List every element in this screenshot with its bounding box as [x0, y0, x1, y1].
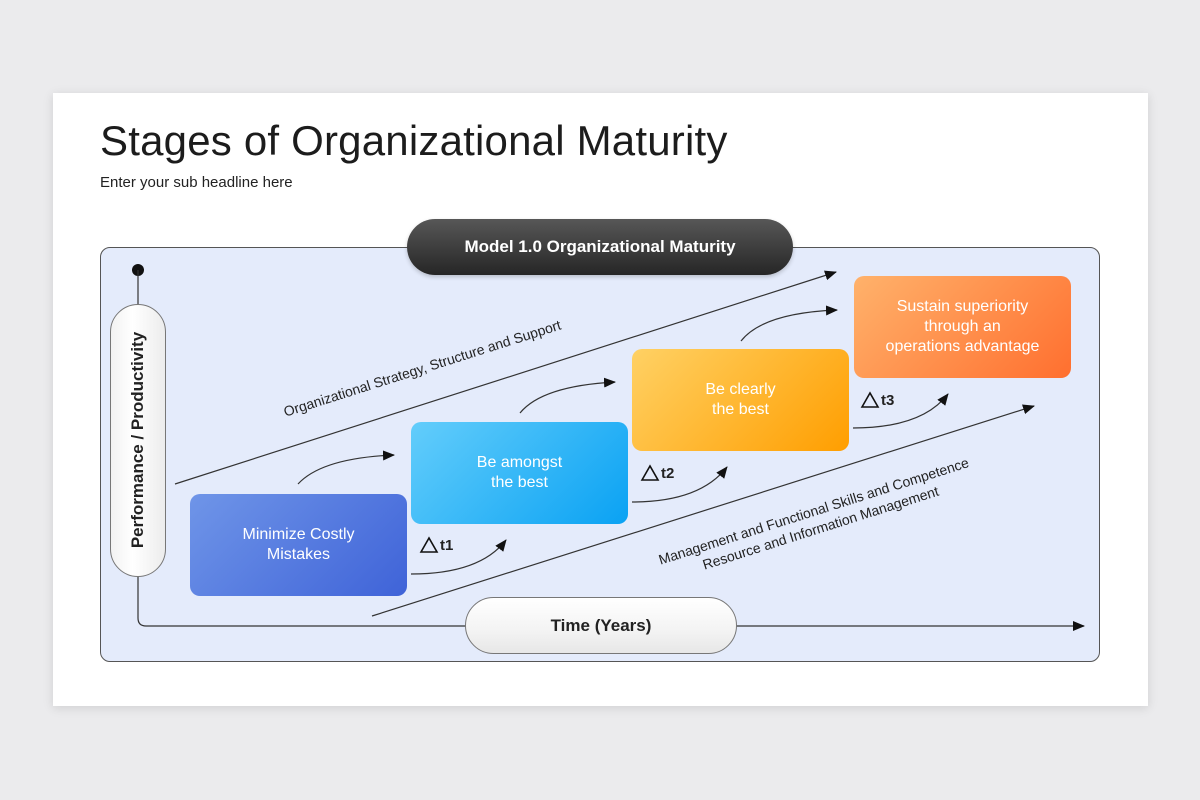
model-title-pill: Model 1.0 Organizational Maturity — [407, 219, 793, 275]
curve-arrow-3-top — [740, 305, 838, 342]
stage-box-2: Be amongst the best — [411, 422, 628, 524]
page-subtitle: Enter your sub headline here — [100, 174, 293, 191]
delta-label-t1: t1 — [440, 537, 454, 554]
stage-label-3: Be clearly the best — [705, 381, 776, 418]
stage-label-4: Sustain superiority through an operation… — [885, 298, 1040, 355]
curve-arrow-3-bottom — [852, 393, 949, 429]
page-title: Stages of Organizational Maturity — [100, 117, 728, 164]
delta-t3: t3 — [881, 392, 894, 409]
delta-t2: t2 — [661, 465, 674, 482]
stage-box-3: Be clearly the best — [632, 349, 849, 451]
upper-band-arrow — [174, 270, 837, 485]
delta-t1: t1 — [440, 537, 453, 554]
lower-band-arrow — [371, 404, 1035, 617]
y-axis-label: Performance / Productivity — [128, 331, 147, 549]
curve-arrow-1-bottom — [410, 539, 507, 575]
stage-box-1: Minimize Costly Mistakes — [190, 494, 407, 596]
delta-icon-t3 — [860, 391, 880, 408]
delta-label-t2: t2 — [661, 465, 675, 482]
y-axis-pill — [110, 304, 166, 577]
delta-icon-t1 — [419, 536, 439, 553]
delta-label-t3: t3 — [881, 392, 895, 409]
stage-label-2: Be amongst the best — [476, 454, 563, 491]
curve-arrow-2-bottom — [631, 466, 728, 503]
x-axis-pill: Time (Years) — [465, 597, 737, 654]
stage-label-1: Minimize Costly Mistakes — [242, 526, 355, 563]
x-axis-line-left — [137, 576, 466, 627]
x-axis-label: Time (Years) — [550, 615, 652, 635]
stage-box-4: Sustain superiority through an operation… — [854, 276, 1071, 378]
curve-arrow-1-top — [297, 450, 395, 485]
delta-icon-t2 — [640, 464, 660, 481]
curve-arrow-2-top — [519, 377, 616, 414]
